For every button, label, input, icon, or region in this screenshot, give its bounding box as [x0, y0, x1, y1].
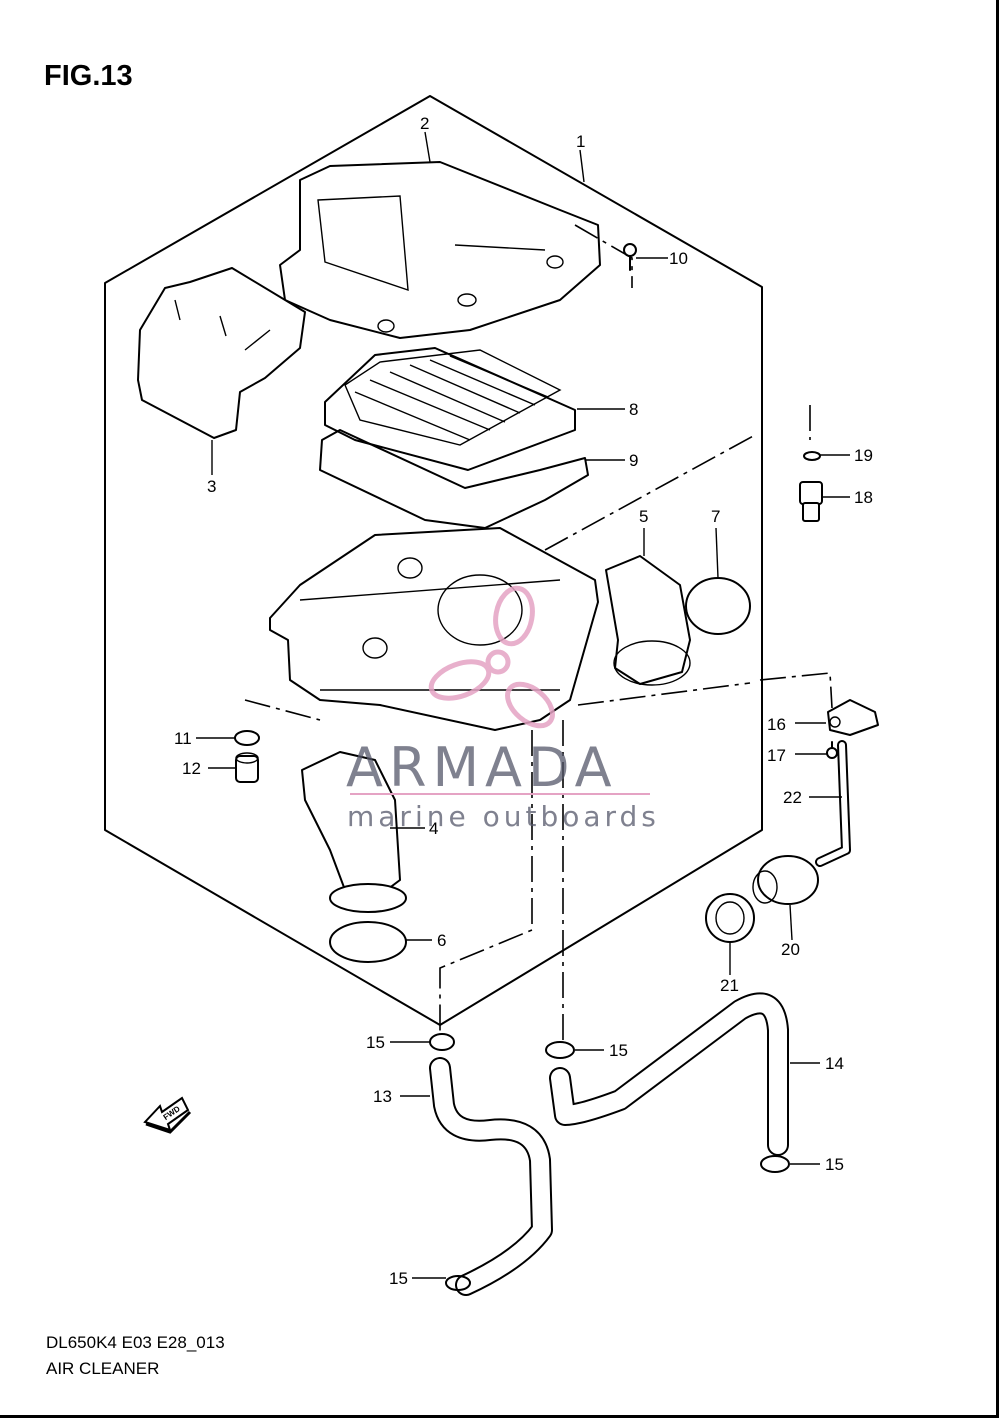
callout-2: 2 — [420, 114, 429, 133]
part-intake-duct — [137, 267, 306, 439]
part-clip-15 — [545, 1041, 575, 1059]
part-washer-11 — [234, 730, 260, 746]
part-seal-gasket — [319, 429, 589, 529]
leader-line — [424, 131, 431, 163]
callout-9: 9 — [629, 451, 638, 470]
watermark-logo-icon — [428, 585, 555, 729]
callout-11: 11 — [174, 729, 192, 748]
part-lower-case — [269, 527, 599, 731]
centerline — [244, 699, 321, 721]
callout-5: 5 — [639, 507, 648, 526]
callout-3: 3 — [207, 477, 216, 496]
callout-1: 1 — [576, 132, 585, 151]
callout-15: 15 — [609, 1041, 628, 1060]
part-screw-10 — [623, 243, 637, 271]
callout-8: 8 — [629, 400, 638, 419]
part-screw-17 — [826, 741, 838, 759]
callout-12: 12 — [182, 759, 201, 778]
callout-7: 7 — [711, 507, 720, 526]
callout-6: 6 — [437, 931, 446, 950]
callout-17: 17 — [767, 746, 786, 765]
section-name: AIR CLEANER — [46, 1359, 160, 1378]
part-canister-20 — [752, 855, 819, 905]
part-filter-element — [324, 347, 576, 471]
callout-15: 15 — [389, 1269, 408, 1288]
part-inlet-sleeve — [605, 555, 691, 686]
callout-21: 21 — [720, 976, 739, 995]
callout-15: 15 — [366, 1033, 385, 1052]
callout-14: 14 — [825, 1054, 844, 1073]
callout-19: 19 — [854, 446, 873, 465]
part-clip-15 — [445, 1275, 471, 1291]
forward-arrow-icon: FWD — [143, 1096, 192, 1134]
callout-13: 13 — [373, 1087, 392, 1106]
model-code: DL650K4 E03 E28_013 — [46, 1333, 225, 1352]
centerline — [759, 672, 833, 709]
part-valve-16 — [827, 699, 879, 736]
part-clamp-21 — [705, 893, 755, 943]
leader-line — [579, 149, 585, 183]
centerline — [439, 730, 533, 1032]
centerline — [577, 682, 751, 706]
part-sensor-18 — [799, 481, 823, 522]
centerline — [574, 224, 633, 288]
callout-10: 10 — [669, 249, 688, 268]
callout-18: 18 — [854, 488, 873, 507]
centerline — [544, 434, 756, 551]
part-clip-15 — [760, 1155, 790, 1173]
callout-4: 4 — [429, 819, 438, 838]
callout-16: 16 — [767, 715, 786, 734]
part-clamp-7 — [685, 577, 751, 635]
part-washer-19 — [803, 451, 821, 461]
leader-line — [789, 904, 793, 941]
callout-20: 20 — [781, 940, 800, 959]
watermark-tagline: marine outboards — [347, 800, 660, 833]
part-outlet-tube — [301, 751, 407, 913]
watermark-brand: ARMADA — [346, 736, 618, 799]
figure-title: FIG.13 — [44, 60, 133, 92]
leader-line — [715, 527, 719, 579]
part-clip-15 — [429, 1033, 455, 1051]
part-clamp-6 — [329, 921, 407, 963]
callout-15: 15 — [825, 1155, 844, 1174]
part-bushing-12 — [235, 752, 259, 783]
callout-22: 22 — [783, 788, 802, 807]
part-upper-case — [279, 161, 601, 339]
